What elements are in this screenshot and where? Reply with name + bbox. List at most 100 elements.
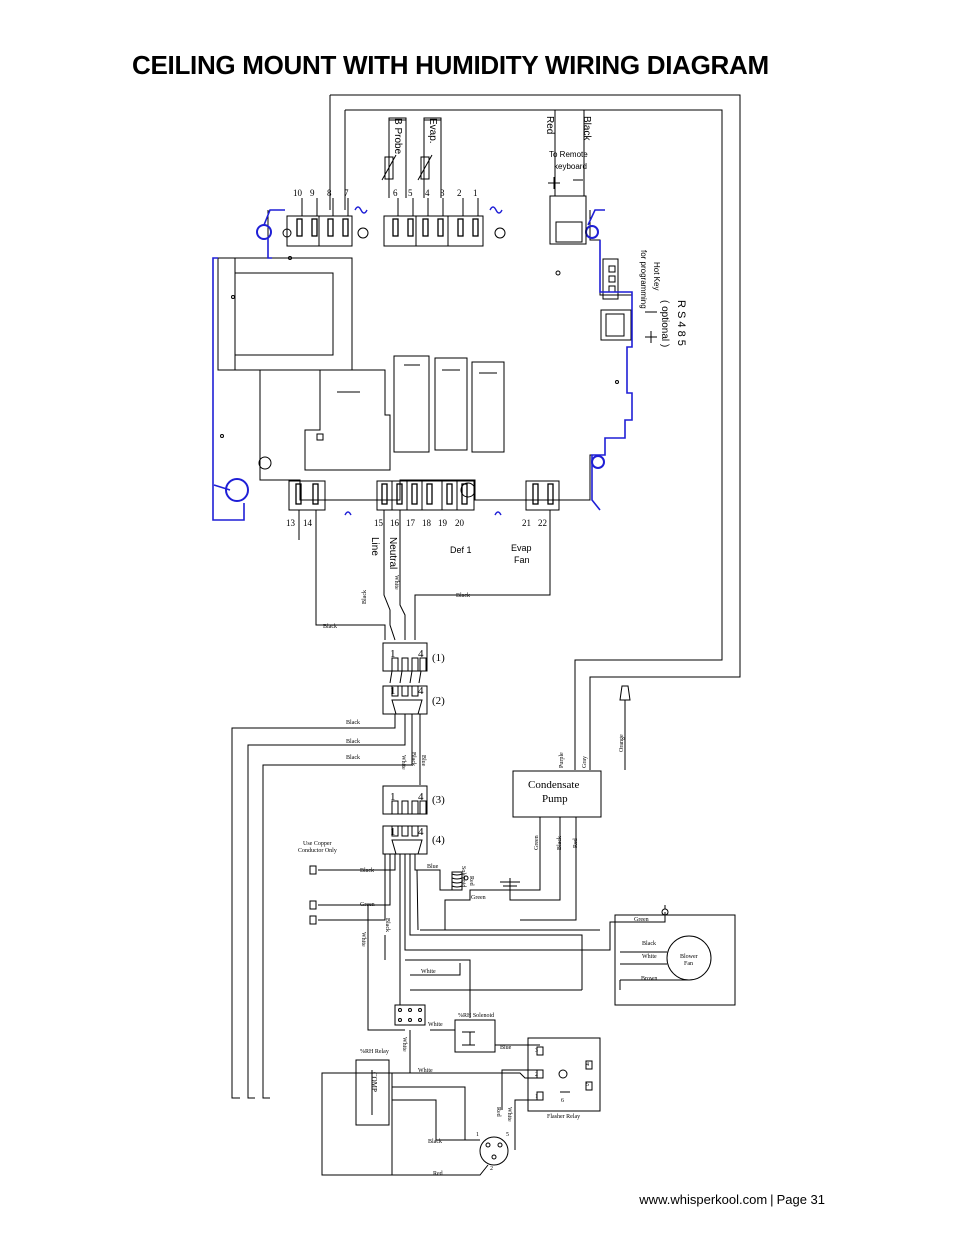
solenoid-label: Solenoid [460, 866, 466, 887]
connector-1-label: (1) [432, 652, 445, 664]
evap-probe-label: Evap. [427, 118, 438, 144]
wire-label: White [360, 932, 366, 947]
terminal-number: 5 [408, 188, 413, 198]
copper-note: Use Copper [303, 841, 332, 847]
terminal-number: 7 [344, 188, 349, 198]
remote-keyboard-label: To Remote [549, 150, 588, 159]
wire-label: White [421, 969, 436, 975]
pin-label: 1 [390, 791, 396, 803]
relay-pin: 3 [535, 1048, 538, 1054]
relay-2 [434, 357, 468, 451]
relay-pin: 1 [476, 1132, 479, 1138]
terminal-number: 4 [425, 188, 430, 198]
relay-pin: 2 [490, 1166, 493, 1172]
wire-label: Black [410, 752, 416, 766]
wire-label: Black [323, 624, 337, 630]
wire-label: Black [456, 593, 470, 599]
rh-solenoid [454, 1019, 496, 1053]
red-solenoid-coil [451, 871, 463, 891]
pin-label: 4 [418, 685, 424, 697]
wire-label: Black [346, 720, 360, 726]
b-probe-thermistor [384, 156, 394, 180]
flasher-relay-label: Flasher Relay [547, 1114, 580, 1120]
relay-1 [393, 355, 430, 453]
hot-key-label: Hot Key [652, 262, 661, 290]
footer-separator: | [770, 1192, 774, 1207]
relay-pin: 1 [535, 1094, 538, 1100]
relay-pin: 5 [506, 1132, 509, 1138]
rh-relay-label: %RH Relay [360, 1049, 389, 1055]
wire-label: Red [433, 1171, 443, 1177]
terminal-number: 15 [374, 518, 384, 528]
pin-label: 1 [390, 685, 396, 697]
wire-label: Gray [582, 756, 588, 768]
comp-label: COMP [370, 1072, 378, 1092]
wire-label: White [642, 954, 657, 960]
relay-pin: 6 [561, 1098, 564, 1104]
switch-terminal [479, 1136, 509, 1166]
condensate-pump-label: Condensate [528, 779, 579, 791]
remote-black-label: Black [581, 116, 592, 141]
wire-label: White [418, 1068, 433, 1074]
rs485-label: ( optional ) [659, 300, 670, 347]
evap-probe-thermistor [420, 156, 430, 180]
wire-label: Green [471, 895, 486, 901]
blower-fan-label: Blower [680, 954, 698, 960]
terminal-number: 16 [390, 518, 400, 528]
terminal-number: 22 [538, 518, 547, 528]
terminal-number: 6 [393, 188, 398, 198]
wire-label: Purple [559, 752, 565, 768]
terminal-number: 2 [457, 188, 462, 198]
wire-label: Blue [500, 1045, 512, 1051]
hot-key-label: for programming [639, 250, 648, 309]
rs485-label: R S 4 8 5 [675, 300, 687, 346]
evap-fan-label: Evap [511, 543, 532, 553]
terminal-number: 9 [310, 188, 315, 198]
line-label: Line [369, 537, 380, 556]
wire-label: Green [634, 917, 649, 923]
terminal-number: 3 [440, 188, 445, 198]
page-number: Page 31 [776, 1192, 825, 1207]
blower-fan-box [614, 914, 736, 1006]
terminal-number: 20 [455, 518, 465, 528]
rh-relay [321, 1072, 393, 1176]
wire-label: Blue [427, 864, 439, 870]
relay-pin: 2 [535, 1072, 538, 1078]
wire-label: Red [573, 838, 579, 848]
wire-label: White [428, 1022, 443, 1028]
wire-label: Black [346, 739, 360, 745]
wire-label: Black [428, 1139, 442, 1145]
remote-red-label: Red [544, 116, 555, 134]
terminal-number: 14 [303, 518, 313, 528]
blower-fan-label: Fan [684, 961, 693, 967]
wire-label: White [400, 755, 406, 770]
connector-4-label: (4) [432, 834, 445, 846]
terminal-number: 10 [293, 188, 303, 198]
condensate-pump [512, 770, 602, 818]
relay-pin: 5 [586, 1082, 589, 1088]
transformer-outer [234, 257, 353, 371]
terminal-number: 17 [406, 518, 416, 528]
wire-label: White [393, 575, 399, 590]
page-footer: www.whisperkool.com|Page 31 [639, 1192, 825, 1207]
evap-fan-label: Fan [514, 555, 530, 565]
terminal-block [394, 1004, 426, 1026]
terminal-number: 18 [422, 518, 432, 528]
condensate-pump-label: Pump [542, 793, 568, 805]
wire-label: Green [534, 835, 540, 850]
connector-2-label: (2) [432, 695, 445, 707]
page-title: CEILING MOUNT WITH HUMIDITY WIRING DIAGR… [132, 50, 769, 80]
pin-label: 4 [418, 648, 424, 660]
wire-label: Brown [641, 976, 657, 982]
terminal-number: 8 [327, 188, 332, 198]
terminal-number: 21 [522, 518, 531, 528]
wire-label: Black [557, 836, 563, 850]
wire-label: White [506, 1107, 512, 1122]
footer-url[interactable]: www.whisperkool.com [639, 1192, 768, 1207]
wire-label: Blue [420, 755, 426, 767]
pin-label: 4 [418, 791, 424, 803]
rh-solenoid-label: %RH Solenoid [458, 1013, 494, 1019]
neutral-label: Neutral [387, 537, 398, 569]
flasher-relay [527, 1037, 601, 1112]
